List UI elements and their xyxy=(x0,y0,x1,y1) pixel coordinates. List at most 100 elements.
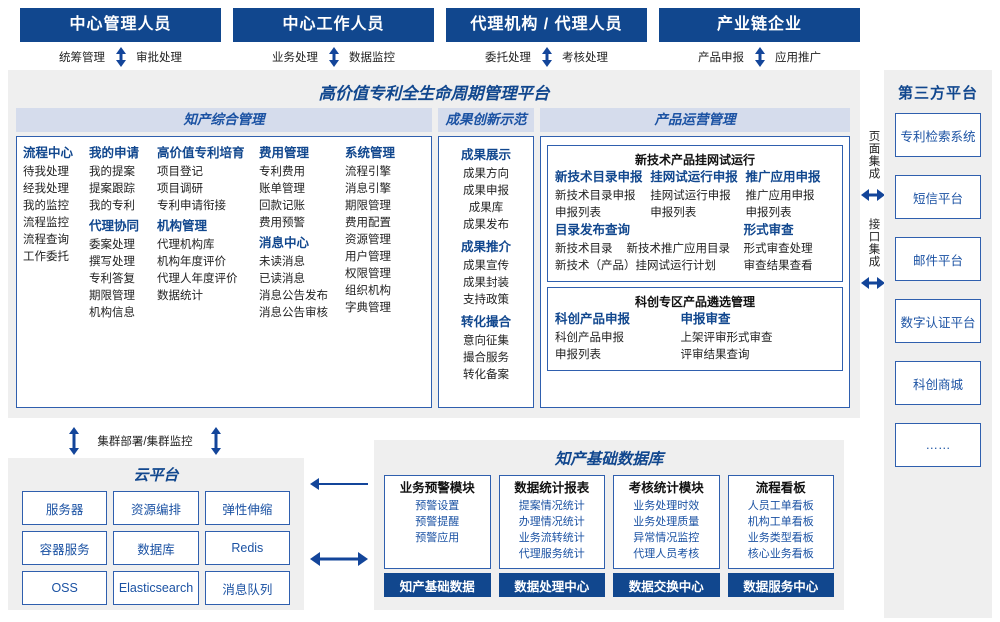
menu-item[interactable]: 新技术目录 xyxy=(555,243,613,255)
menu-item[interactable]: 项目调研 xyxy=(157,183,203,195)
third-party-item[interactable]: 邮件平台 xyxy=(895,237,981,281)
menu-item[interactable]: 提案跟踪 xyxy=(89,183,135,195)
menu-item[interactable]: 撰写处理 xyxy=(89,256,135,268)
menu-item[interactable]: 成果方向 xyxy=(463,168,509,180)
cloud-service-cell[interactable]: 弹性伸缩 xyxy=(204,491,290,525)
menu-item[interactable]: 流程引擎 xyxy=(345,166,391,178)
menu-item[interactable]: 申报列表 xyxy=(555,207,601,219)
cloud-service-cell[interactable]: 消息队列 xyxy=(204,571,290,605)
menu-item[interactable]: 挂网试运行申报 xyxy=(650,190,731,202)
updown-arrow-icon xyxy=(115,47,126,67)
database-footer-bar[interactable]: 数据交换中心 xyxy=(613,573,720,597)
menu-item[interactable]: 我的提案 xyxy=(89,166,135,178)
menu-item[interactable]: 专利费用 xyxy=(259,166,305,178)
menu-item[interactable]: 流程查询 xyxy=(23,234,69,246)
menu-item[interactable]: 形式审查处理 xyxy=(743,243,813,255)
menu-item[interactable]: 科创产品申报 xyxy=(555,332,624,344)
menu-item[interactable]: 费用配置 xyxy=(345,217,391,229)
third-party-item[interactable]: …… xyxy=(895,423,981,467)
menu-item[interactable]: 申报列表 xyxy=(650,207,697,219)
menu-item[interactable]: 审查结果查看 xyxy=(743,260,813,272)
menu-item[interactable]: 专利答复 xyxy=(89,273,135,285)
cloud-service-cell[interactable]: 资源编排 xyxy=(113,491,199,525)
menu-item[interactable]: 机构年度评价 xyxy=(157,256,226,268)
menu-item[interactable]: 意向征集 xyxy=(463,335,509,347)
database-module-title: 业务预警模块 xyxy=(399,481,475,495)
menu-item[interactable]: 未读消息 xyxy=(259,256,305,268)
menu-item[interactable]: 推广应用申报 xyxy=(745,190,815,202)
menu-item[interactable]: 转化备案 xyxy=(463,369,509,381)
menu-item[interactable]: 新技术（产品）挂网试运行计划 xyxy=(555,260,716,272)
menu-item[interactable]: 代理机构库 xyxy=(157,239,215,251)
database-module-item[interactable]: 代理人员考核 xyxy=(633,548,700,560)
cloud-service-cell[interactable]: Redis xyxy=(204,531,290,565)
database-footer-bar[interactable]: 数据服务中心 xyxy=(727,573,834,597)
third-party-item[interactable]: 短信平台 xyxy=(895,175,981,219)
menu-item[interactable]: 成果库 xyxy=(468,202,504,214)
database-module-item[interactable]: 业务流转统计 xyxy=(518,532,585,544)
menu-item[interactable]: 我的专利 xyxy=(89,200,135,212)
menu-item[interactable]: 成果封装 xyxy=(463,277,509,289)
menu-item[interactable]: 用户管理 xyxy=(345,251,391,263)
menu-item[interactable]: 新技术目录申报 xyxy=(555,190,636,202)
menu-item[interactable]: 申报列表 xyxy=(745,207,792,219)
third-party-item[interactable]: 数字认证平台 xyxy=(895,299,981,343)
menu-item[interactable]: 权限管理 xyxy=(345,268,391,280)
menu-item[interactable]: 回款记账 xyxy=(259,200,305,212)
cloud-service-cell[interactable]: 数据库 xyxy=(113,531,199,565)
menu-item[interactable]: 费用预警 xyxy=(259,217,305,229)
database-module-item[interactable]: 人员工单看板 xyxy=(747,500,814,512)
database-module-item[interactable]: 机构工单看板 xyxy=(747,516,814,528)
menu-item[interactable]: 流程监控 xyxy=(23,217,69,229)
menu-item[interactable]: 支持政策 xyxy=(463,294,509,306)
database-module-item[interactable]: 业务处理质量 xyxy=(633,516,700,528)
database-module-item[interactable]: 提案情况统计 xyxy=(518,500,585,512)
menu-item[interactable]: 消息公告审核 xyxy=(259,307,328,319)
menu-item[interactable]: 撮合服务 xyxy=(463,352,509,364)
menu-item[interactable]: 我的监控 xyxy=(23,200,69,212)
database-module-item[interactable]: 异常情况监控 xyxy=(633,532,700,544)
menu-item[interactable]: 代理人年度评价 xyxy=(157,273,238,285)
menu-item[interactable]: 组织机构 xyxy=(345,285,391,297)
database-module-title: 数据统计报表 xyxy=(514,481,590,495)
menu-item[interactable]: 期限管理 xyxy=(89,290,135,302)
menu-item[interactable]: 委案处理 xyxy=(89,239,135,251)
menu-item[interactable]: 字典管理 xyxy=(345,302,391,314)
cloud-service-cell[interactable]: Elasticsearch xyxy=(113,571,199,605)
database-module-item[interactable]: 业务处理时效 xyxy=(633,500,700,512)
third-party-item[interactable]: 专利检索系统 xyxy=(895,113,981,157)
cloud-service-cell[interactable]: OSS xyxy=(22,571,108,605)
database-footer-bar[interactable]: 数据处理中心 xyxy=(498,573,605,597)
menu-item[interactable]: 评审结果查询 xyxy=(680,349,750,361)
menu-item[interactable]: 待我处理 xyxy=(23,166,69,178)
menu-item[interactable]: 成果发布 xyxy=(463,219,509,231)
menu-item[interactable]: 机构信息 xyxy=(89,307,135,319)
cloud-service-cell[interactable]: 容器服务 xyxy=(22,531,108,565)
menu-item[interactable]: 专利申请衔接 xyxy=(157,200,226,212)
menu-item[interactable]: 消息公告发布 xyxy=(259,290,328,302)
database-module-item[interactable]: 预警提醒 xyxy=(415,516,460,528)
menu-item[interactable]: 新技术推广应用目录 xyxy=(626,243,731,255)
menu-item[interactable]: 期限管理 xyxy=(345,200,391,212)
database-module-item[interactable]: 代理服务统计 xyxy=(518,548,585,560)
menu-item[interactable]: 经我处理 xyxy=(23,183,69,195)
database-footer-bar[interactable]: 知产基础数据 xyxy=(384,573,491,597)
menu-item[interactable]: 工作委托 xyxy=(23,251,69,263)
database-module-item[interactable]: 核心业务看板 xyxy=(747,548,814,560)
database-module-item[interactable]: 预警应用 xyxy=(415,532,460,544)
menu-item[interactable]: 成果宣传 xyxy=(463,260,509,272)
menu-item[interactable]: 已读消息 xyxy=(259,273,305,285)
cloud-service-cell[interactable]: 服务器 xyxy=(22,491,108,525)
menu-item[interactable]: 上架评审形式审查 xyxy=(680,332,773,344)
menu-item[interactable]: 申报列表 xyxy=(555,349,601,361)
database-module-item[interactable]: 业务类型看板 xyxy=(747,532,814,544)
database-module-item[interactable]: 办理情况统计 xyxy=(518,516,585,528)
database-module-item[interactable]: 预警设置 xyxy=(415,500,460,512)
menu-item[interactable]: 消息引擎 xyxy=(345,183,391,195)
menu-item[interactable]: 资源管理 xyxy=(345,234,391,246)
menu-item[interactable]: 账单管理 xyxy=(259,183,305,195)
menu-item[interactable]: 数据统计 xyxy=(157,290,203,302)
third-party-item[interactable]: 科创商城 xyxy=(895,361,981,405)
menu-item[interactable]: 项目登记 xyxy=(157,166,203,178)
menu-item[interactable]: 成果申报 xyxy=(463,185,509,197)
